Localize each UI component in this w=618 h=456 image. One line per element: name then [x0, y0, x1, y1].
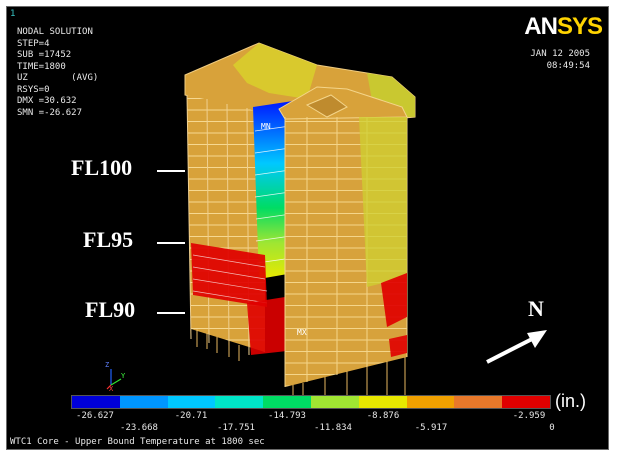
roof-yellow-zone	[233, 43, 317, 99]
red-floors-core	[247, 297, 287, 355]
floor-marker-line-fl100	[157, 170, 185, 172]
legend-color-5	[263, 396, 311, 408]
legend-color-8	[406, 396, 455, 408]
info-smn: SMN =-26.627	[17, 107, 83, 118]
logo-part-sys: SYS	[556, 13, 603, 40]
legend-color-4	[215, 396, 264, 408]
right-roof-notch	[305, 94, 348, 118]
legend-tick: -23.668	[120, 423, 158, 433]
svg-text:Y: Y	[121, 372, 126, 380]
legend-color-2	[119, 396, 168, 408]
date-text: JAN 12 2005	[530, 49, 590, 59]
legend-tick: -2.959	[512, 411, 546, 421]
red-patch-right-low	[389, 335, 407, 357]
legend-tick: -20.71	[174, 411, 208, 421]
legend-units: (in.)	[555, 391, 586, 411]
legend-color-1	[72, 396, 120, 408]
legend-tick: -5.917	[414, 423, 448, 433]
info-result: UZ (AVG)	[17, 73, 99, 83]
red-floors-left	[191, 243, 267, 307]
max-marker: MX	[297, 328, 307, 337]
window-number: 1	[10, 9, 16, 19]
svg-text:Z: Z	[105, 361, 109, 369]
info-dmx: DMX =30.632	[17, 96, 77, 106]
floor-label-fl90: FL90	[85, 297, 136, 322]
svg-text:X: X	[109, 385, 114, 393]
right-yellow-zone	[359, 117, 407, 287]
legend-tick: 0	[549, 423, 555, 433]
floor-marker-line-fl90	[157, 312, 185, 314]
ansys-logo: ANSYS	[524, 13, 603, 41]
legend-color-6	[310, 396, 359, 408]
legend-tick: -17.751	[217, 423, 255, 433]
min-marker: MN	[261, 122, 271, 131]
legend-color-7	[358, 396, 407, 408]
building-model: MN MX Z Y X	[105, 42, 547, 399]
legend-tick: -14.793	[268, 411, 306, 421]
info-time: TIME=1800	[17, 61, 66, 72]
legend-color-9	[454, 396, 503, 408]
info-substep: SUB =17452	[17, 50, 72, 60]
plot-title-footer: WTC1 Core - Upper Bound Temperature at 1…	[10, 437, 265, 447]
info-step: STEP=4	[17, 38, 50, 49]
red-patch-right	[381, 273, 407, 327]
time-text: 08:49:54	[546, 60, 590, 71]
graphics-viewport[interactable]: 1 NODAL SOLUTION STEP=4 SUB =17452 TIME=…	[6, 6, 609, 450]
floor-marker-line-fl95	[157, 242, 185, 244]
solution-info: NODAL SOLUTION STEP=4 SUB =17452 TIME=18…	[17, 27, 98, 119]
logo-part-an: AN	[524, 13, 558, 40]
datetime: JAN 12 2005 08:49:54	[530, 49, 590, 72]
info-title: NODAL SOLUTION	[17, 27, 93, 37]
north-label: N	[528, 296, 544, 321]
legend-tick: -8.876	[366, 411, 400, 421]
floor-label-fl95: FL95	[83, 227, 134, 252]
legend-tick: -11.834	[314, 423, 352, 433]
legend-color-10	[502, 396, 550, 408]
north-arrow	[486, 330, 547, 364]
floor-label-fl100: FL100	[71, 155, 133, 180]
contour-legend-bar	[71, 395, 551, 409]
info-rsys: RSYS=0	[17, 84, 50, 95]
legend-tick: -26.627	[76, 411, 114, 421]
legend-color-3	[167, 396, 216, 408]
triad: Z Y X	[105, 361, 126, 393]
